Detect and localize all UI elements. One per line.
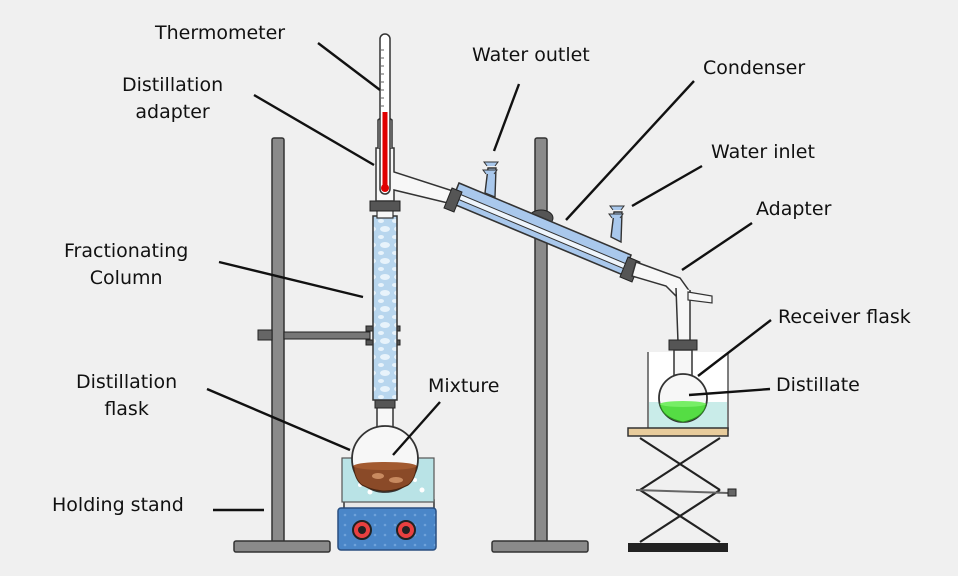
water-inlet-nozzle [608,205,625,244]
label-fractionating-column: Fractionating Column [64,238,188,292]
label-fractionating-column-line1: Fractionating [64,240,189,262]
left-holding-stand [233,137,331,553]
label-condenser: Condenser [703,57,806,79]
label-distillate: Distillate [776,374,860,396]
pointer-distillation-flask [206,387,351,452]
label-adapter: Adapter [756,198,832,220]
pointer-mixture [392,401,441,456]
label-distillation-flask-line1: Distillation [76,371,178,393]
pointer-water-outlet [492,83,521,152]
lab-jack [627,427,737,552]
label-water-outlet: Water outlet [472,44,590,66]
hot-plate [337,499,437,551]
label-distillation-adapter: Distillation adapter [122,72,223,126]
pointer-condenser [565,80,695,221]
label-distillation-adapter-line2: adapter [135,101,210,123]
pointer-adapter [681,222,753,271]
right-holding-stand [491,137,589,553]
label-distillation-flask: Distillation flask [76,369,177,423]
pointer-receiver-flask [697,319,772,377]
distillation-flask [351,397,419,493]
pointer-thermometer [317,42,381,91]
fractionating-column [369,200,401,401]
label-thermometer: Thermometer [155,22,286,44]
label-fractionating-column-line2: Column [89,267,163,289]
label-holding-stand: Holding stand [52,494,184,516]
receiver-flask [658,349,708,423]
label-water-inlet: Water inlet [711,141,815,163]
pointer-water-inlet [631,164,703,208]
water-outlet-nozzle [482,161,499,199]
label-distillation-flask-line2: flask [104,398,149,420]
pointer-distillation-adapter [253,93,375,167]
pointer-distillate [688,387,771,397]
pointer-lines [206,42,772,512]
label-mixture: Mixture [428,375,500,397]
pointer-fractionating-column [218,260,364,299]
thermometer [379,33,391,195]
label-receiver-flask: Receiver flask [778,306,911,328]
label-distillation-adapter-line1: Distillation [122,74,224,96]
receiving-adapter [631,261,713,351]
